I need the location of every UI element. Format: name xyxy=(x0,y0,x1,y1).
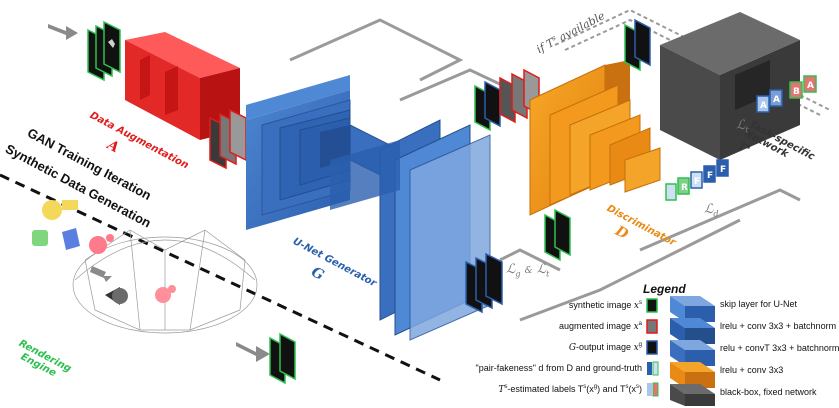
legend-item-task-t8: s xyxy=(636,384,639,390)
tile-label-r: R xyxy=(681,183,688,193)
render-output-arrow-icon xyxy=(236,342,270,362)
legend-item-task-text: -estimated labels T xyxy=(507,384,584,394)
connector-right-side xyxy=(639,188,801,252)
discriminator-tile-labels: R F F F xyxy=(681,165,726,193)
loss-task-sub: t xyxy=(745,125,749,135)
legend-item-augmented: augmented image xa xyxy=(520,321,642,332)
camera-lens-icon xyxy=(112,288,128,304)
legend-item-augmented-math: x xyxy=(633,322,639,332)
synthetic-image-stack-bottom xyxy=(269,332,296,385)
legend-item-synthetic: synthetic image xs xyxy=(520,300,642,311)
discriminator-block xyxy=(529,60,661,216)
loss-gen-task-symbol: ℒ xyxy=(536,262,547,277)
rendering-dome xyxy=(72,229,258,334)
legend-item-goutput-text: -output image xyxy=(576,342,632,352)
loss-task-symbol: ℒ xyxy=(736,118,746,133)
legend-item-task-prefix: T xyxy=(498,385,505,395)
legend-item-goutput-prefix: G xyxy=(568,343,577,353)
g-output-image-stack xyxy=(465,252,503,314)
g-output-stack-mid xyxy=(544,208,571,262)
task-output-tiles xyxy=(756,75,817,113)
tile-label-f3: F xyxy=(720,165,726,175)
loss-task-label: ℒt xyxy=(736,118,749,135)
legend-swatches xyxy=(646,296,715,406)
legend-item-task-t9: ) xyxy=(639,384,642,394)
loss-disc-label: ℒd xyxy=(704,202,719,219)
tile-label-b1: B xyxy=(793,87,800,97)
legend-item-synthetic-sup: s xyxy=(639,300,642,306)
legend-item-augmented-text: augmented image xyxy=(559,321,632,331)
legend-item-lrelu-conv: lrelu + conv 3x3 xyxy=(720,365,784,375)
task-input-stacks xyxy=(624,18,651,72)
legend-item-task-t7: (x xyxy=(628,384,637,394)
legend-item-task-t6: s xyxy=(625,384,629,390)
legend-item-task-t3: (x xyxy=(586,384,594,394)
unet-generator-block xyxy=(246,75,491,341)
connector-loss-to-bottom xyxy=(519,218,741,322)
task-output-tile-labels: A A B A xyxy=(760,81,814,111)
tile-label-a2: A xyxy=(773,95,780,105)
loss-amp: & xyxy=(524,266,533,276)
legend-item-skip-layer: skip layer for U-Net xyxy=(720,299,798,309)
legend-item-synthetic-text: synthetic image xyxy=(568,300,632,310)
legend-item-lrelu-conv-bn: lrelu + conv 3x3 + batchnorm xyxy=(720,321,837,331)
loss-gen-label: ℒg & ℒt xyxy=(506,262,549,279)
connector-unet-to-disc xyxy=(289,18,464,82)
connector-output-to-loss xyxy=(499,248,561,272)
discriminator-input-stacks xyxy=(474,68,540,132)
legend-item-task-t4: g xyxy=(593,384,598,390)
legend-item-black-box: black-box, fixed network xyxy=(720,387,817,397)
legend-item-task-t2: s xyxy=(583,384,587,390)
legend-item-goutput-math: x xyxy=(633,343,639,353)
loss-disc-symbol: ℒ xyxy=(704,202,714,217)
phase-divider-line xyxy=(0,173,441,382)
tile-label-a1: A xyxy=(760,101,767,111)
loss-gen-sub: g xyxy=(515,269,521,279)
rendered-objects-icon xyxy=(32,200,176,303)
render-inner-arrow-icon xyxy=(90,266,112,282)
input-arrow-icon xyxy=(48,24,78,40)
tile-label-a3: A xyxy=(807,81,814,91)
legend-item-task-labels: Ts-estimated labels Ts(xg) and Ts(xs) xyxy=(440,384,642,395)
legend-item-task-prefix-sup: s xyxy=(504,384,508,390)
tile-label-f2: F xyxy=(707,171,713,181)
legend-item-goutput: G-output image xg xyxy=(520,342,642,353)
loss-gen-symbol: ℒ xyxy=(506,262,516,277)
loss-disc-sub: d xyxy=(713,209,719,219)
legend-title: Legend xyxy=(643,282,686,296)
legend-item-synthetic-math: x xyxy=(633,301,639,311)
legend-item-relu-convt-bn: relu + convT 3x3 + batchnorm xyxy=(720,343,839,353)
legend-item-augmented-sup: a xyxy=(638,321,642,327)
legend-item-task-t5: ) and T xyxy=(597,384,626,394)
task-network-symbol-sup: s xyxy=(744,142,753,152)
loss-gen-task-sub: t xyxy=(546,269,550,279)
discriminator-output-tiles xyxy=(665,159,729,201)
augmented-image-stack xyxy=(209,108,247,170)
legend-item-pair-fakeness: "pair-fakeness" d from D and ground-trut… xyxy=(475,363,642,373)
tile-label-f1: F xyxy=(694,177,700,187)
legend-item-goutput-sup: g xyxy=(638,342,642,348)
synthetic-image-stack-top xyxy=(87,20,121,82)
